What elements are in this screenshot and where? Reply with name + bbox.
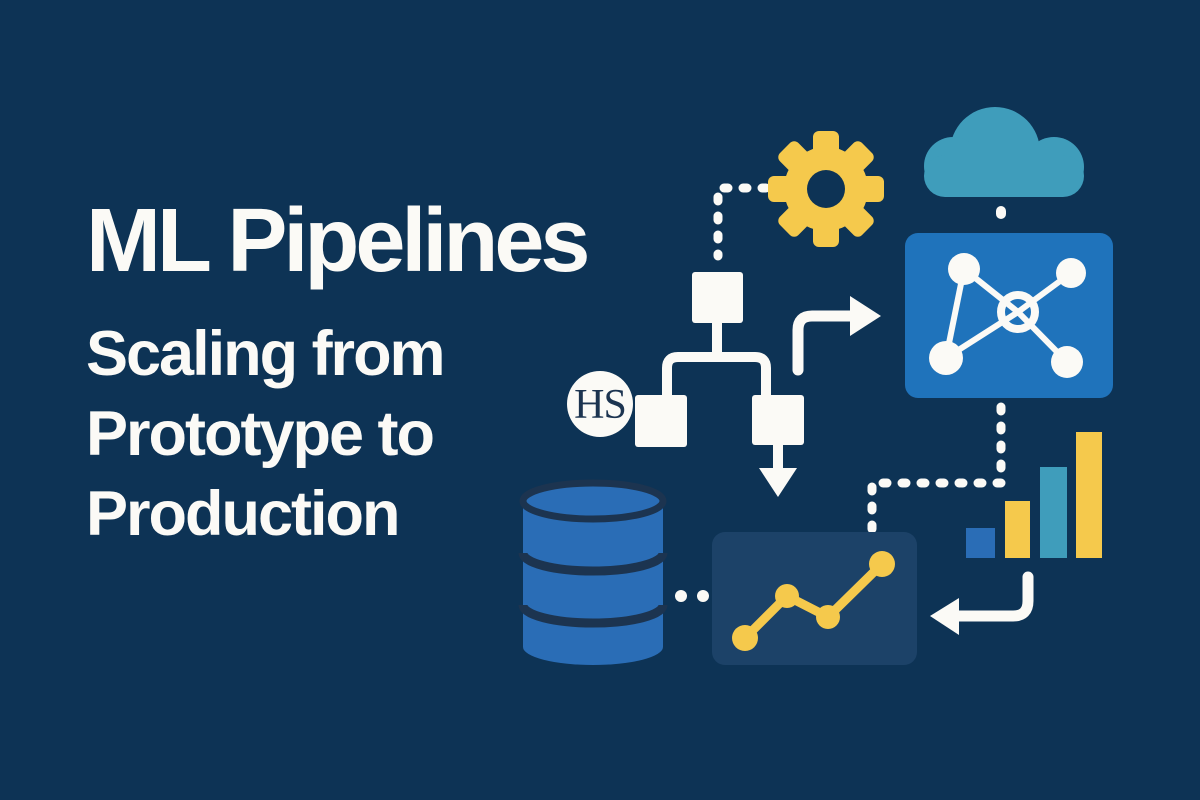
subtitle-line-2: Prototype to (86, 399, 435, 469)
hs-badge: HS (567, 371, 633, 437)
bar (1005, 501, 1030, 558)
subtitle-line-3: Production (86, 479, 400, 549)
flowchart-right-node (752, 395, 804, 445)
trend-panel (712, 532, 917, 665)
flowchart-top-node (692, 272, 743, 323)
page-title: ML Pipelines (86, 191, 590, 291)
hs-badge-label: HS (574, 382, 626, 428)
bar (1040, 467, 1067, 558)
elbow-arrow-right-icon (792, 296, 881, 376)
subtitle-line-1: Scaling from (86, 319, 446, 389)
trend-line-chart-icon (712, 532, 917, 665)
database-icon (518, 479, 668, 665)
flowchart-left-node (635, 395, 687, 447)
subtitle: Scaling from Prototype to Production (86, 314, 646, 554)
dotted-connector-gear (713, 183, 771, 261)
bar (966, 528, 995, 558)
title-block: ML Pipelines Scaling from Prototype to P… (86, 196, 646, 554)
bar-chart-icon (966, 432, 1102, 558)
cloud-icon (924, 107, 1084, 197)
gear-icon (768, 131, 884, 247)
bar (1076, 432, 1102, 558)
flowchart-icon (635, 272, 804, 497)
down-arrow-icon (759, 443, 797, 497)
dotted-connector-database (675, 590, 709, 602)
dotted-connector-network-to-chart (867, 402, 1006, 537)
elbow-arrow-left-icon (930, 571, 1034, 635)
dotted-connector-cloud (996, 206, 1006, 219)
network-hub-node (997, 291, 1039, 333)
network-icon (905, 233, 1113, 398)
